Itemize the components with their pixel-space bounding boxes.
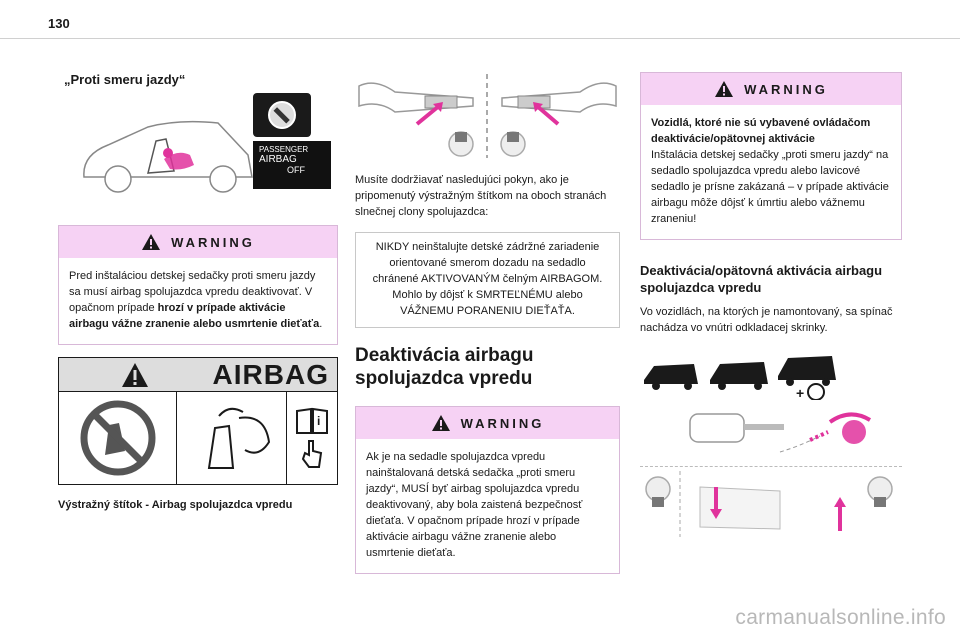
warning-text-bold: hrozí v prípade aktivácie airbagu vážne … (69, 302, 320, 330)
warning-text-tail: . (319, 318, 323, 330)
deactivation-subtitle: Deaktivácia/opätovná aktivácia airbagu s… (640, 263, 883, 295)
indicator-line1: PASSENGER (259, 145, 309, 154)
key-switch-illustration (640, 406, 902, 462)
airbag-warning-label: AIRBAG i (58, 357, 338, 485)
glovebox-switch-image (645, 471, 893, 537)
no-rear-facing-seat-icon (59, 392, 177, 484)
svg-text:+: + (796, 385, 804, 400)
rear-facing-heading: „Proti smeru jazdy“ (64, 72, 186, 87)
glovebox-illustration (640, 466, 902, 540)
label-panels: i (59, 392, 337, 484)
rear-facing-illustration: PASSENGER AIRBAG OFF (58, 93, 338, 203)
warning-box-1: WARNING Pred inštaláciou detskej sedačky… (58, 225, 338, 345)
vehicle-silhouettes-icon: + (644, 356, 836, 400)
indicator-line2: AIRBAG (259, 154, 297, 165)
column-3: WARNING Vozidlá, ktoré nie sú vybavené o… (640, 72, 902, 540)
warning-text: Vozidlá, ktoré nie sú vybavené ovládačom… (641, 105, 901, 239)
warning-triangle-icon (715, 81, 734, 97)
warning-header: WARNING (356, 407, 619, 439)
section-title: Deaktivácia airbagu spolujazdca vpredu (355, 345, 534, 389)
read-manual-icon: i (287, 392, 337, 484)
indicator-line3: OFF (287, 165, 305, 175)
vehicle-variants-illustration: + (640, 354, 902, 402)
warning-text-bold: Vozidlá, ktoré nie sú vybavené ovládačom… (651, 117, 871, 145)
warning-title: WARNING (744, 81, 828, 97)
warning-header: WARNING (641, 73, 901, 105)
footer-watermark: carmanualsonline.info (735, 606, 946, 629)
car-child-seat-image (83, 120, 253, 193)
intro-text: Musíte dodržiavať nasledujúci pokyn, ako… (355, 174, 607, 218)
warning-title: WARNING (460, 415, 545, 431)
airbag-deploy-seat-icon (177, 392, 287, 484)
label-warning-triangle-icon (122, 363, 148, 387)
label-banner: AIRBAG (59, 358, 337, 392)
airbag-key-switch-icon (253, 93, 311, 137)
warning-box-2: WARNING Ak je na sedadle spolujazdca vpr… (355, 406, 620, 574)
warning-triangle-icon (142, 234, 161, 250)
warning-text-regular: Pred inštaláciou detskej sedačky proti s… (69, 270, 316, 314)
page-number: 130 (48, 16, 70, 31)
label-banner-text: AIRBAG (212, 358, 329, 390)
key-to-switch-image (689, 412, 872, 453)
warning-title: WARNING (171, 234, 255, 250)
passenger-airbag-off-indicator: PASSENGER AIRBAG OFF (253, 141, 331, 189)
column-2: Musíte dodržiavať nasledujúci pokyn, ako… (355, 66, 620, 574)
warning-text: Pred inštaláciou detskej sedačky proti s… (59, 258, 337, 344)
warning-text-regular: Inštalácia detskej sedačky „proti smeru … (651, 149, 889, 225)
header-rule (0, 38, 960, 39)
label-caption: Výstražný štítok - Airbag spolujazdca vp… (58, 499, 293, 511)
visor-warning-box: NIKDY neinštalujte detské zádržné zariad… (355, 232, 620, 328)
deactivation-text: Vo vozidlách, na ktorých je namontovaný,… (640, 306, 893, 334)
column-1: „Proti smeru jazdy“ PASSENGER AIRBAG OFF… (58, 60, 338, 511)
svg-text:i: i (317, 414, 320, 428)
sun-visor-image (358, 74, 617, 158)
warning-box-3: WARNING Vozidlá, ktoré nie sú vybavené o… (640, 72, 902, 240)
warning-header: WARNING (59, 226, 337, 258)
warning-text: Ak je na sedadle spolujazdca vpredu nain… (366, 451, 583, 559)
warning-triangle-icon (431, 415, 450, 431)
sun-visor-illustration (355, 66, 620, 164)
